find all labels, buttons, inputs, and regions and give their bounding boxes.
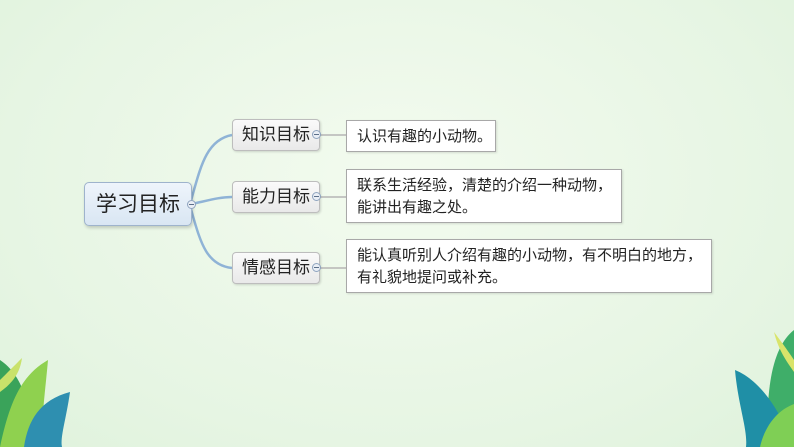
leaf-text-line: 认识有趣的小动物。 [357,127,493,145]
connector-lines [188,133,233,270]
connector-root-emotion [188,205,233,270]
branch-label: 能力目标 [242,187,310,207]
branch-label: 情感目标 [242,258,310,278]
branch-node-knowledge[interactable]: 知识目标 [232,119,320,151]
leaf-text-line: 联系生活经验，清楚的介绍一种动物， [357,176,613,194]
leaf-connectors [320,134,346,269]
root-node-label: 学习目标 [96,192,180,216]
branch-collapse-toggle[interactable] [312,192,321,201]
branch-label: 知识目标 [242,125,310,145]
leaf-node-emotion[interactable]: 能认真听别人介绍有趣的小动物，有不明白的地方， 有礼貌地提问或补充。 [346,239,712,293]
branch-collapse-toggle[interactable] [312,130,321,139]
leaf-text-line: 能讲出有趣之处。 [357,198,478,216]
connector-root-knowledge [188,133,233,205]
connector-root-ability [191,195,233,206]
leaf-text-line: 有礼貌地提问或补充。 [357,268,508,286]
leaf-node-ability[interactable]: 联系生活经验，清楚的介绍一种动物， 能讲出有趣之处。 [346,169,622,223]
plant-left-decoration [0,358,70,447]
branch-collapse-toggle[interactable] [312,263,321,272]
branch-node-ability[interactable]: 能力目标 [232,181,320,213]
root-collapse-toggle[interactable] [187,200,196,209]
leaf-text-line: 能认真听别人介绍有趣的小动物，有不明白的地方， [357,246,703,264]
leaf-node-knowledge[interactable]: 认识有趣的小动物。 [346,120,496,152]
plant-right-decoration [735,330,794,447]
root-node[interactable]: 学习目标 [84,182,192,226]
branch-node-emotion[interactable]: 情感目标 [232,252,320,284]
